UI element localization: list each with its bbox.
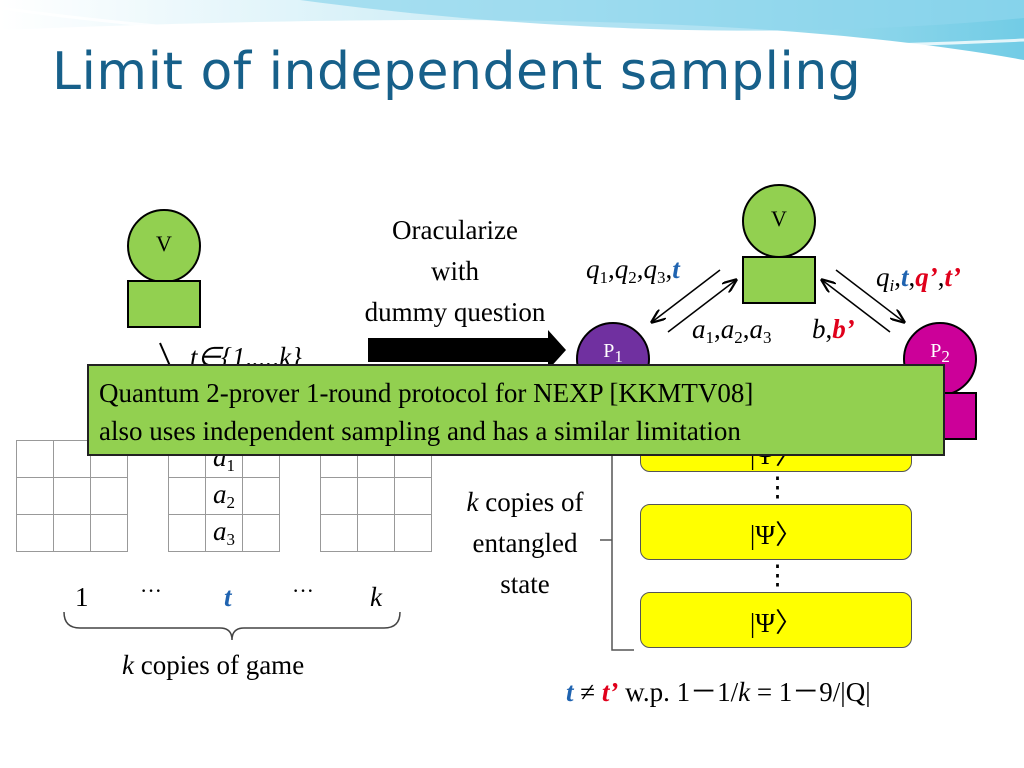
verifier-circle-right: V bbox=[742, 184, 816, 258]
game-grid-t: a1 a2 a3 bbox=[168, 440, 280, 552]
message-arrows bbox=[640, 269, 920, 333]
callout-line-1: Quantum 2-prover 1-round protocol for NE… bbox=[99, 378, 754, 408]
dots-2: ··· bbox=[292, 578, 314, 603]
verifier-box-right bbox=[742, 256, 816, 304]
entangled-bracket bbox=[600, 446, 634, 651]
oracularize-label: Oracularize with dummy question bbox=[364, 215, 546, 327]
psi-state-3: |Ψ〉 bbox=[640, 592, 912, 648]
verifier-circle-left: V bbox=[127, 209, 201, 283]
entangled-copies-label: k copies of entangled state bbox=[466, 487, 584, 599]
index-t: t bbox=[224, 582, 232, 612]
oracularize-arrow bbox=[368, 330, 566, 370]
callout-box: Quantum 2-prover 1-round protocol for NE… bbox=[87, 364, 945, 456]
collision-probability: t ≠ t’ w.p. 1－1/k = 1－9/|Q| bbox=[566, 677, 871, 707]
dots-1: ··· bbox=[140, 578, 162, 603]
verifier-label: V bbox=[156, 231, 172, 256]
vdots-2: ⋮ bbox=[764, 560, 791, 590]
index-1: 1 bbox=[75, 582, 89, 612]
game-grid-1 bbox=[16, 440, 128, 552]
header-swoosh-decoration bbox=[0, 0, 1024, 60]
page-title: Limit of independent sampling bbox=[52, 42, 862, 102]
answers-from-p2: b,b’ bbox=[812, 314, 855, 344]
verifier-box-left bbox=[127, 280, 201, 328]
index-k: k bbox=[370, 582, 382, 612]
callout-line-2: also uses independent sampling and has a… bbox=[99, 416, 741, 446]
questions-to-p2: qi,t,q’,t’ bbox=[876, 262, 961, 295]
vdots-1: ⋮ bbox=[764, 472, 791, 502]
answer-cell-2: a2 bbox=[205, 477, 243, 515]
game-copies-label: k copies of game bbox=[122, 650, 305, 680]
questions-to-p1: q1,q2,q3,t bbox=[586, 254, 680, 287]
psi-state-2: |Ψ〉 bbox=[640, 504, 912, 560]
answers-from-p1: a1,a2,a3 bbox=[692, 314, 772, 347]
verifier-label-right: V bbox=[771, 206, 787, 231]
game-copies-brace bbox=[63, 611, 401, 641]
left-arrow-lines bbox=[159, 342, 171, 367]
game-grid-k bbox=[320, 440, 432, 552]
answer-cell-3: a3 bbox=[205, 514, 243, 552]
